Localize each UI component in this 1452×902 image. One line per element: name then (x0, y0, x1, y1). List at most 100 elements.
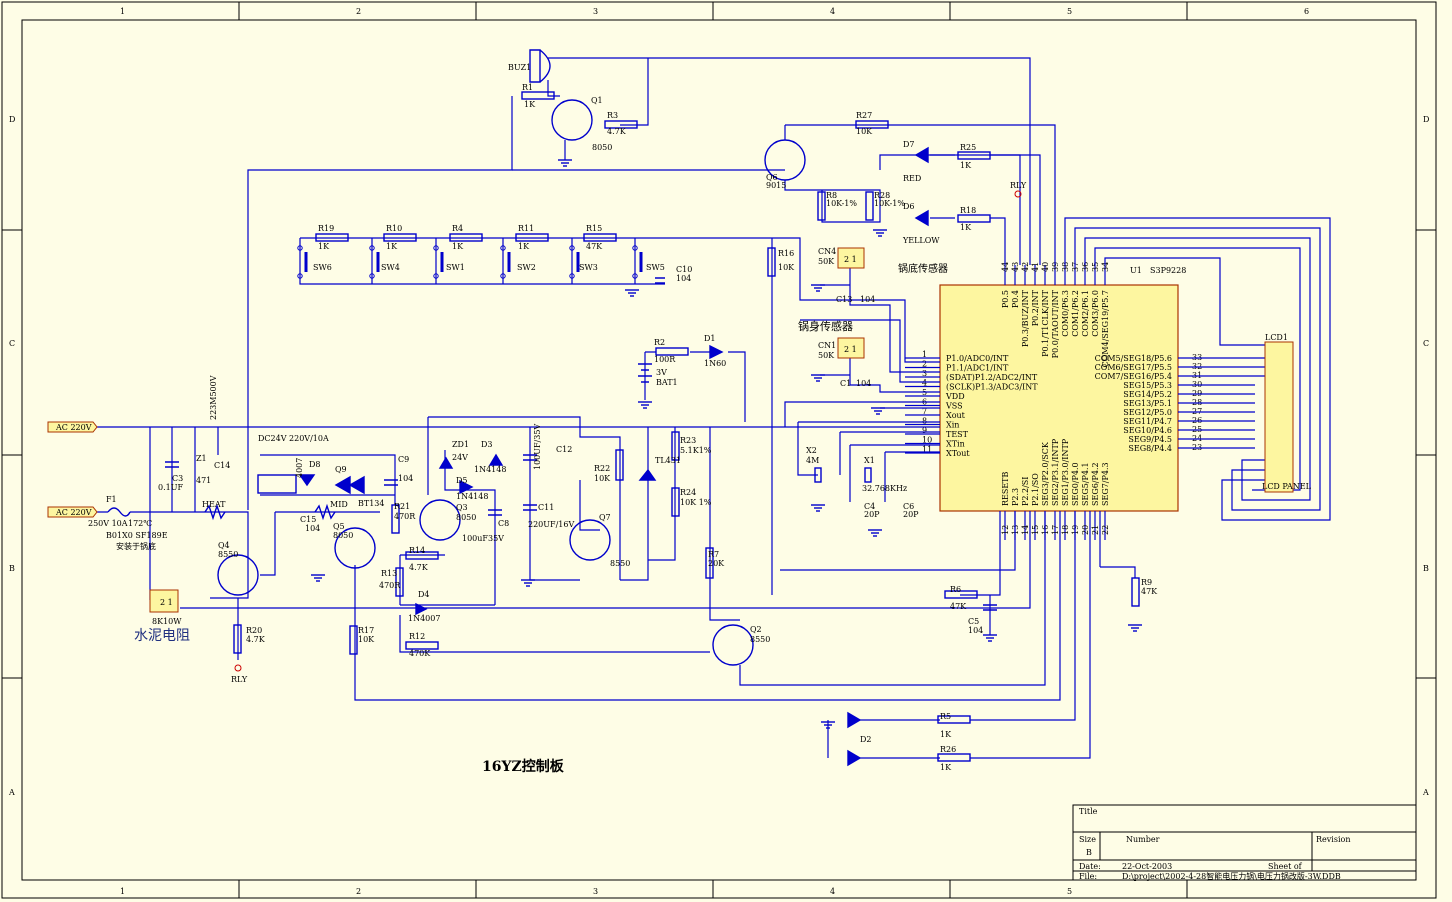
pin-33-name: COM5/SEG18/P5.6 (1095, 354, 1172, 363)
label-c4: C4 (864, 502, 875, 511)
label-bat-v: 3V (656, 368, 667, 377)
title-block: Title Size B Number Revision Date: 22-Oc… (1072, 804, 1417, 881)
pin-35-name: COM3/P6.0 (1091, 290, 1100, 337)
label-r21: R21 (394, 502, 410, 511)
label-r16: R16 (778, 249, 794, 258)
pin-32-name: COM6/SEG17/P5.5 (1095, 363, 1172, 372)
r25-body (957, 151, 991, 160)
pin-2-number: 2 (922, 360, 927, 369)
label-r7v: 20K (708, 559, 725, 568)
label-r27v: 10K (856, 127, 873, 136)
r19-body (315, 233, 349, 242)
date-value: 22-Oct-2003 (1122, 862, 1172, 871)
label-lcd1: LCD1 (1265, 333, 1288, 342)
ground-14 (821, 721, 835, 729)
label-q4v: 8550 (218, 550, 238, 559)
pin-11-number: 11 (922, 445, 932, 454)
label-q7: Q7 (599, 513, 611, 522)
label-c10v: 104 (676, 274, 691, 283)
q6-symbol (764, 139, 806, 181)
pin-17-name: SEG2/P3.1/INTP (1051, 438, 1060, 506)
pin-6-name: VSS (945, 402, 963, 411)
label-c14v: 223M500V (209, 375, 218, 420)
col-4-bottom: 4 (830, 887, 835, 896)
cn1-pot (837, 337, 865, 359)
row-d-right: D (1423, 115, 1429, 124)
label-d4: D4 (418, 590, 430, 599)
pin-35-number: 35 (1091, 262, 1100, 272)
label-r14v: 4.7K (409, 563, 429, 572)
ground-3 (638, 401, 652, 409)
label-c14: C14 (214, 461, 230, 470)
pin-9-name: TEST (946, 430, 969, 439)
r17-body (349, 625, 358, 655)
pin-31-name: COM7/SEG16/P5.4 (1095, 372, 1172, 381)
component-labels: BUZ1 R1 1K Q1 8050 R3 4.7K R27 10K Q6 90… (55, 63, 1312, 775)
label-ac1: AC 220V (55, 423, 92, 432)
buzzer-symbol (529, 49, 551, 83)
r12-body (405, 641, 439, 650)
label-f1p: B01X0 SF189E (106, 531, 168, 540)
pin-18-name: SEG1/P3.0/INTP (1061, 438, 1070, 506)
zd1-symbol (438, 456, 454, 469)
c9-symbol (384, 479, 398, 486)
label-r8v: 10K-1% (826, 199, 857, 208)
label-r25: R25 (960, 143, 976, 152)
pin-29-name: SEG14/P5.2 (1123, 390, 1172, 399)
d1-symbol (709, 344, 724, 360)
label-r24v: 10K 1% (680, 498, 712, 507)
label-q6v: 9015 (766, 181, 786, 190)
label-c11v: 220UF/16V (528, 520, 574, 529)
pin-17-number: 17 (1051, 525, 1060, 535)
label-c6: C6 (903, 502, 914, 511)
label-c12: C12 (556, 445, 572, 454)
label-r3: R3 (607, 111, 618, 120)
heat-element (204, 503, 226, 521)
r26-body (937, 753, 971, 762)
pin-15-name: P2.1/SO (1031, 473, 1040, 506)
q4-symbol (217, 554, 259, 596)
pin-30-name: SEG15/P5.3 (1123, 381, 1172, 390)
date-label: Date: (1079, 862, 1101, 871)
d7-led (914, 146, 929, 164)
pin-21-number: 21 (1091, 525, 1100, 535)
label-r16v: 10K (778, 263, 795, 272)
x2-crystal (814, 467, 822, 483)
d2-led-bottom (847, 749, 862, 767)
label-bat1: BAT1 (656, 378, 678, 387)
d3-symbol (488, 453, 504, 466)
label-d4v: 1N4007 (408, 614, 440, 623)
cn4-pot (837, 247, 865, 269)
r1-body (521, 91, 555, 100)
pin-7-number: 7 (922, 407, 927, 416)
col-6-top: 6 (1304, 7, 1309, 16)
mid-element (314, 503, 336, 521)
pin-37-name: COM1/P6.2 (1071, 290, 1080, 337)
pin-15-number: 15 (1031, 525, 1040, 535)
label-c12v: 100UF/35V (533, 424, 542, 470)
q3-symbol (419, 499, 461, 541)
label-lcd-panel: LCD PANEL (1262, 482, 1312, 491)
mcu-ref: U1 (1130, 266, 1142, 275)
pin-22-number: 22 (1101, 525, 1110, 535)
ground-symbols (311, 159, 1142, 729)
pin-44-name: P0.5 (1001, 290, 1010, 308)
label-c15: C15 (300, 515, 316, 524)
pin-20-number: 20 (1081, 525, 1090, 535)
relay-coil (257, 474, 297, 494)
ground-4 (811, 504, 825, 512)
pin-40-name: P0.1/T1CLK/INT (1041, 289, 1050, 356)
ground-7 (1128, 624, 1142, 632)
pin-13-name: P2.3 (1011, 488, 1020, 506)
row-d-left: D (9, 115, 15, 124)
label-r20v: 4.7K (246, 635, 266, 644)
label-c3: C3 (172, 474, 183, 483)
label-cement-r: 8K10W (152, 617, 182, 626)
label-mid: MID (330, 500, 348, 509)
c10-symbol (655, 277, 665, 284)
label-q5v: 8050 (333, 531, 353, 540)
label-zd1v: 24V (452, 453, 468, 462)
label-q6: Q6 (766, 173, 778, 182)
pin-37-number: 37 (1071, 262, 1080, 272)
label-d1v: 1N60 (704, 359, 726, 368)
